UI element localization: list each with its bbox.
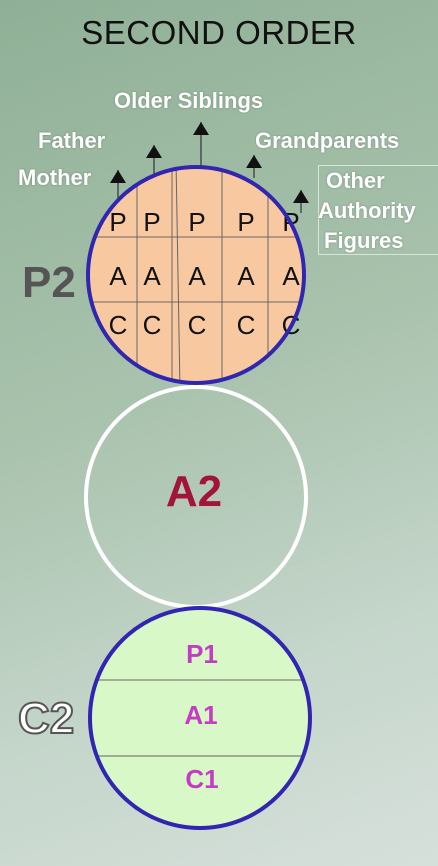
- arrowhead-father: [146, 145, 162, 158]
- p2-cell-a-1: A: [109, 261, 127, 291]
- p2-cell-c-4: C: [237, 310, 256, 340]
- p2-circle-outline: [86, 165, 306, 385]
- c2-section-p1: P1: [186, 639, 218, 669]
- arrowhead-grandparents: [246, 155, 262, 168]
- c2-section-a1: A1: [184, 700, 217, 730]
- c2-circle-outline: [88, 606, 312, 830]
- arrows: [110, 122, 309, 213]
- p2-circle-fill: [88, 167, 304, 383]
- diagram-title: SECOND ORDER: [81, 14, 357, 51]
- p2-grid: [88, 167, 304, 383]
- c2-dividers: [90, 679, 310, 757]
- label-other-authority: Other Authority Figures: [318, 166, 416, 256]
- p2-cell-a-3: A: [188, 261, 206, 291]
- a2-label: A2: [166, 467, 222, 516]
- label-other-line-2: Authority: [318, 198, 416, 223]
- p2-cell-c-3: C: [188, 310, 207, 340]
- p2-side-label: P2: [22, 258, 76, 307]
- c2-circle: P1 A1 C1: [88, 606, 312, 830]
- other-authority-box: [318, 165, 438, 255]
- label-father: Father: [38, 128, 106, 153]
- p2-cell-p-2: P: [143, 207, 160, 237]
- label-mother: Mother: [18, 165, 92, 190]
- a2-circle: A2: [84, 385, 308, 609]
- p2-cell-a-4: A: [237, 261, 255, 291]
- label-other-line-1: Other: [326, 168, 385, 193]
- arrowhead-mother: [110, 170, 126, 183]
- c2-circle-fill: [90, 608, 310, 828]
- p2-cell-p-4: P: [237, 207, 254, 237]
- p2-cell-c-1: C: [109, 310, 128, 340]
- arrowhead-older-siblings: [193, 122, 209, 135]
- arrowhead-other-authority: [293, 190, 309, 203]
- c2-side-label: C2: [17, 693, 75, 744]
- label-older-siblings: Older Siblings: [114, 88, 264, 113]
- c2-section-c1: C1: [185, 764, 218, 794]
- p2-cell-a-2: A: [143, 261, 161, 291]
- p2-cell-c-2: C: [143, 310, 162, 340]
- label-grandparents: Grandparents: [255, 128, 400, 153]
- p2-cell-p-3: P: [188, 207, 205, 237]
- label-other-line-3: Figures: [324, 228, 404, 253]
- p2-cell-a-5: A: [282, 261, 300, 291]
- p2-cell-p-1: P: [109, 207, 126, 237]
